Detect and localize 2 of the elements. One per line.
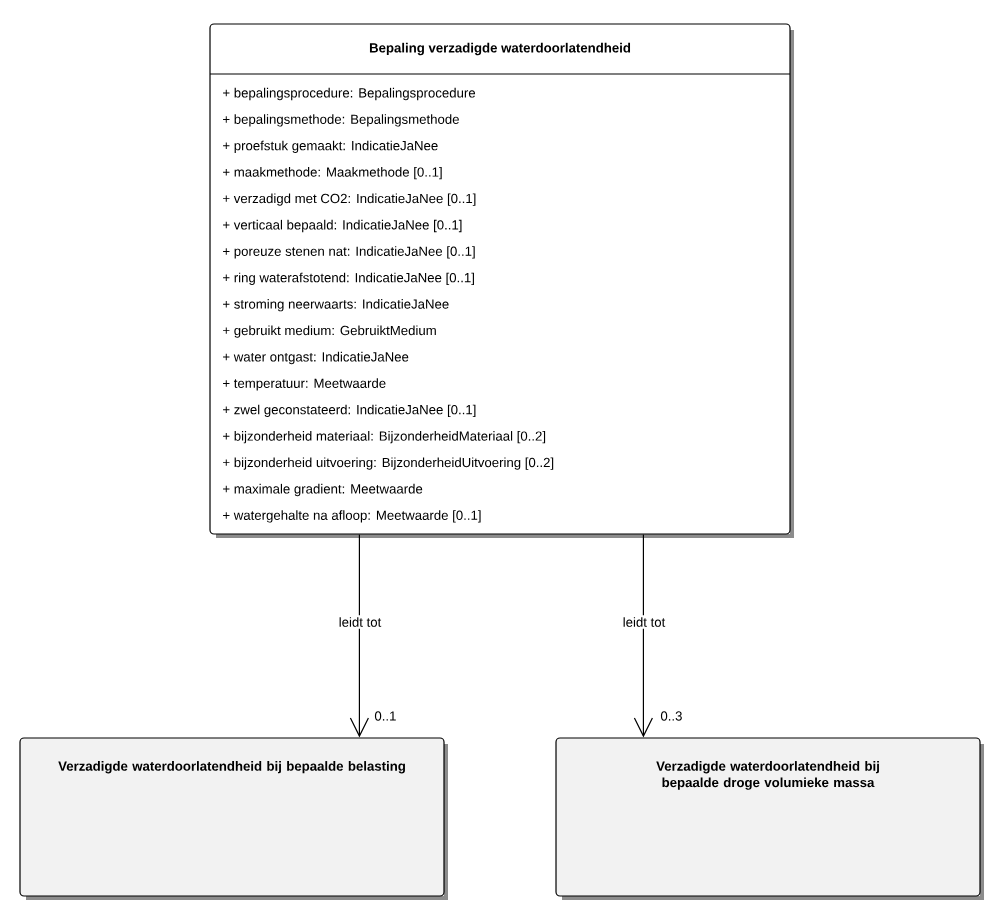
arrow bbox=[349, 534, 369, 738]
arrow bbox=[633, 534, 653, 738]
